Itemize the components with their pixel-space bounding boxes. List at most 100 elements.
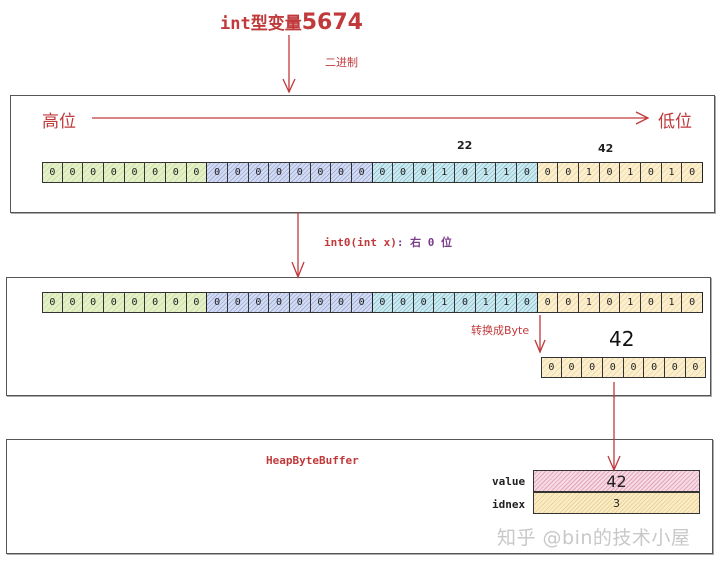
field-label-value: value: [492, 475, 526, 488]
bit-cell: 0: [186, 292, 208, 313]
bit-cell: 1: [496, 162, 518, 183]
bit-cell: 0: [103, 162, 125, 183]
bit-cell: 0: [103, 292, 125, 313]
group-label-42: 42: [598, 142, 614, 155]
bit-cell: 1: [496, 292, 518, 313]
bit-cell: 0: [248, 162, 270, 183]
field-index-box: 3: [533, 492, 700, 514]
bit-cell: 0: [517, 292, 538, 313]
bit-cell: 0: [641, 162, 662, 183]
bit-cell: 1: [579, 162, 600, 183]
bit-cell: 0: [62, 292, 84, 313]
bit-cell: 0: [186, 162, 208, 183]
bit-cell: 0: [351, 292, 373, 313]
heap-byte-buffer-title: HeapByteBuffer: [266, 454, 359, 467]
bit-cell: 0: [517, 162, 538, 183]
bit-cell: 1: [620, 292, 642, 313]
bit-cell: 1: [434, 292, 456, 313]
bit-cell: 1: [620, 162, 642, 183]
bit-cell: 0: [207, 162, 228, 183]
bit-cell: 0: [124, 292, 146, 313]
bit-cell: 1: [475, 292, 497, 313]
bit-cell: 1: [434, 162, 456, 183]
bit-cell: 0: [227, 162, 249, 183]
bit-cell: 0: [372, 162, 394, 183]
bit-cell: 0: [165, 162, 187, 183]
bit-cell: 0: [599, 162, 621, 183]
bit-cell: 0: [413, 292, 435, 313]
bit-cell: 0: [289, 292, 311, 313]
bit-cell: 0: [62, 162, 84, 183]
bit-cell: 0: [372, 292, 394, 313]
arrow-down-shift: [291, 212, 305, 279]
bit-cell: 0: [455, 162, 476, 183]
bit-cell: 0: [331, 162, 352, 183]
byte-bit-cell: 0: [623, 357, 645, 378]
bit-cell: 0: [455, 292, 476, 313]
bit-cell: 1: [579, 292, 600, 313]
bit-cell: 0: [537, 162, 559, 183]
bit-cell: 0: [269, 292, 290, 313]
bit-cell: 0: [393, 162, 414, 183]
bit-cell: 0: [682, 162, 703, 183]
shift-code: int0(int x): [324, 236, 397, 249]
bit-cell: 0: [42, 162, 63, 183]
bit-cell: 0: [42, 292, 63, 313]
bit-cell: 0: [682, 292, 703, 313]
watermark: 知乎 @bin的技术小屋: [497, 527, 691, 549]
field-value-box: 42: [533, 470, 700, 492]
bit-cell: 0: [331, 292, 352, 313]
bit-cell: 1: [661, 292, 683, 313]
byte-bit-cell: 0: [561, 357, 583, 378]
convert-byte-label: 转换成Byte: [471, 324, 530, 337]
binary-label: 二进制: [325, 56, 358, 69]
bit-cell: 0: [558, 162, 580, 183]
shift-colon: :: [396, 236, 404, 249]
field-value: 42: [606, 471, 627, 491]
bit-cell: 0: [165, 292, 187, 313]
bit-cell: 0: [145, 162, 166, 183]
byte-value-label: 42: [609, 327, 635, 351]
bit-cell: 0: [310, 292, 332, 313]
shift-desc: 右 0 位: [410, 236, 452, 249]
bit-cell: 0: [393, 292, 414, 313]
panel-binary: [10, 95, 715, 213]
bit-cell: 0: [124, 162, 146, 183]
bit-cell: 0: [289, 162, 311, 183]
title-prefix: int型变量: [220, 14, 302, 34]
bit-cell: 0: [599, 292, 621, 313]
bit-cell: 0: [207, 292, 228, 313]
bit-cell: 0: [351, 162, 373, 183]
bit-cell: 0: [83, 292, 104, 313]
bit-cell: 0: [248, 292, 270, 313]
group-label-22: 22: [457, 139, 473, 152]
arrow-down-binary: [282, 35, 296, 94]
bit-cell: 0: [145, 292, 166, 313]
bit-cell: 0: [413, 162, 435, 183]
byte-bit-cell: 0: [664, 357, 686, 378]
byte-bit-cell: 0: [644, 357, 665, 378]
byte-bit-cell: 0: [685, 357, 707, 378]
bit-cell: 1: [475, 162, 497, 183]
bit-cell: 0: [641, 292, 662, 313]
high-bit-label: 高位: [42, 112, 76, 132]
bit-cell: 0: [227, 292, 249, 313]
bit-cell: 0: [310, 162, 332, 183]
diagram-title: int型变量5674: [220, 9, 363, 35]
bit-cell: 0: [269, 162, 290, 183]
bit-cell: 0: [558, 292, 580, 313]
byte-bit-cell: 0: [602, 357, 624, 378]
field-label-index: idnex: [492, 498, 526, 511]
byte-bit-cell: 0: [541, 357, 562, 378]
bit-cell: 0: [537, 292, 559, 313]
bit-cell: 1: [661, 162, 683, 183]
field-index-value: 3: [613, 496, 620, 510]
low-bit-label: 低位: [658, 112, 692, 132]
shift-step-label: int0(int x): 右 0 位: [324, 234, 452, 250]
title-number: 5674: [301, 10, 363, 35]
bit-cell: 0: [83, 162, 104, 183]
byte-bit-cell: 0: [582, 357, 603, 378]
